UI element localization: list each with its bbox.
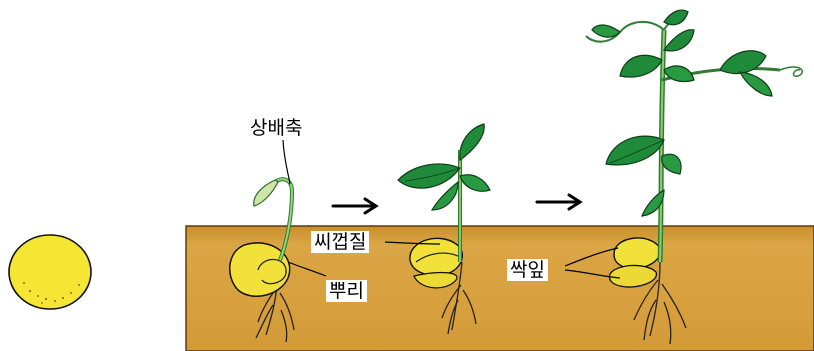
arrow-1 [333, 199, 376, 213]
label-seed-coat: 씨껍질 [311, 231, 369, 253]
label-root: 뿌리 [326, 280, 367, 302]
label-cotyledon: 싹잎 [507, 259, 548, 281]
seed-dry [9, 235, 91, 309]
label-epicotyl: 상배축 [250, 117, 302, 139]
arrow-2 [537, 195, 580, 209]
